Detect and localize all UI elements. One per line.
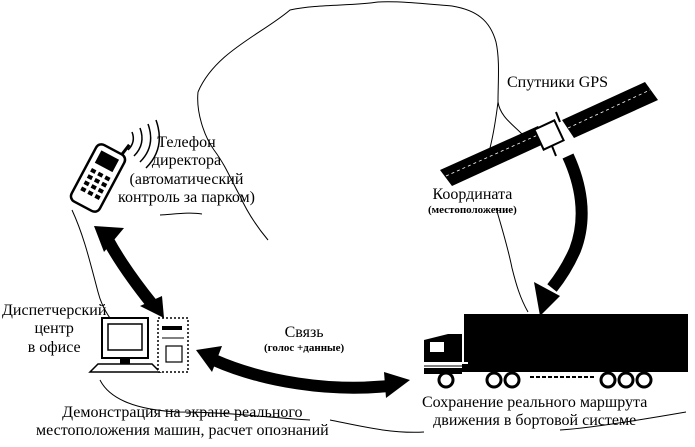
link-title: Связь [284, 324, 324, 341]
truck-icon [424, 314, 688, 389]
computer-icon [88, 317, 162, 373]
coordinate-title: Координата [432, 186, 513, 203]
satellites-label: Спутники GPS [507, 74, 609, 91]
phone-caption-line: контроль за парком) [118, 189, 255, 207]
phone-caption: Телефон директора (автоматический контро… [118, 134, 255, 208]
save-caption-line: движения в бортовой системе [433, 412, 637, 430]
arrow-satellite-to-truck [534, 153, 588, 316]
dispatch-caption-line: центр [34, 320, 74, 338]
demo-caption: Демонстрация на экране реального местопо… [36, 404, 329, 441]
signal-waves-icon [127, 119, 161, 169]
dispatch-caption-line: в офисе [27, 338, 81, 356]
map-outline-icon [71, 1, 687, 433]
coordinate-subtitle: (местоположение) [428, 204, 517, 217]
satellite-icon [440, 82, 658, 186]
mobile-phone-icon [69, 143, 131, 213]
dispatch-caption-line: Диспетчерский [2, 302, 107, 319]
demo-caption-line: Демонстрация на экране реального [62, 404, 303, 421]
phone-caption-line: директора [151, 152, 222, 170]
save-caption: Сохранение реального маршрута движения в… [422, 394, 647, 431]
link-caption: Связь (голос +данные) [264, 324, 344, 355]
link-subtitle: (голос +данные) [264, 342, 345, 355]
phone-caption-line: (автоматический [129, 170, 244, 188]
coordinate-caption: Координата (местоположение) [428, 186, 517, 217]
demo-caption-line: местоположения машин, расчет опознаний [36, 422, 329, 440]
arrow-dispatch-truck [196, 346, 410, 398]
arrow-phone-dispatch [94, 226, 164, 318]
phone-caption-line: Телефон [157, 134, 216, 151]
dispatch-caption: Диспетчерский центр в офисе [2, 302, 106, 357]
save-caption-line: Сохранение реального маршрута [422, 394, 648, 411]
fax-icon [157, 317, 189, 373]
